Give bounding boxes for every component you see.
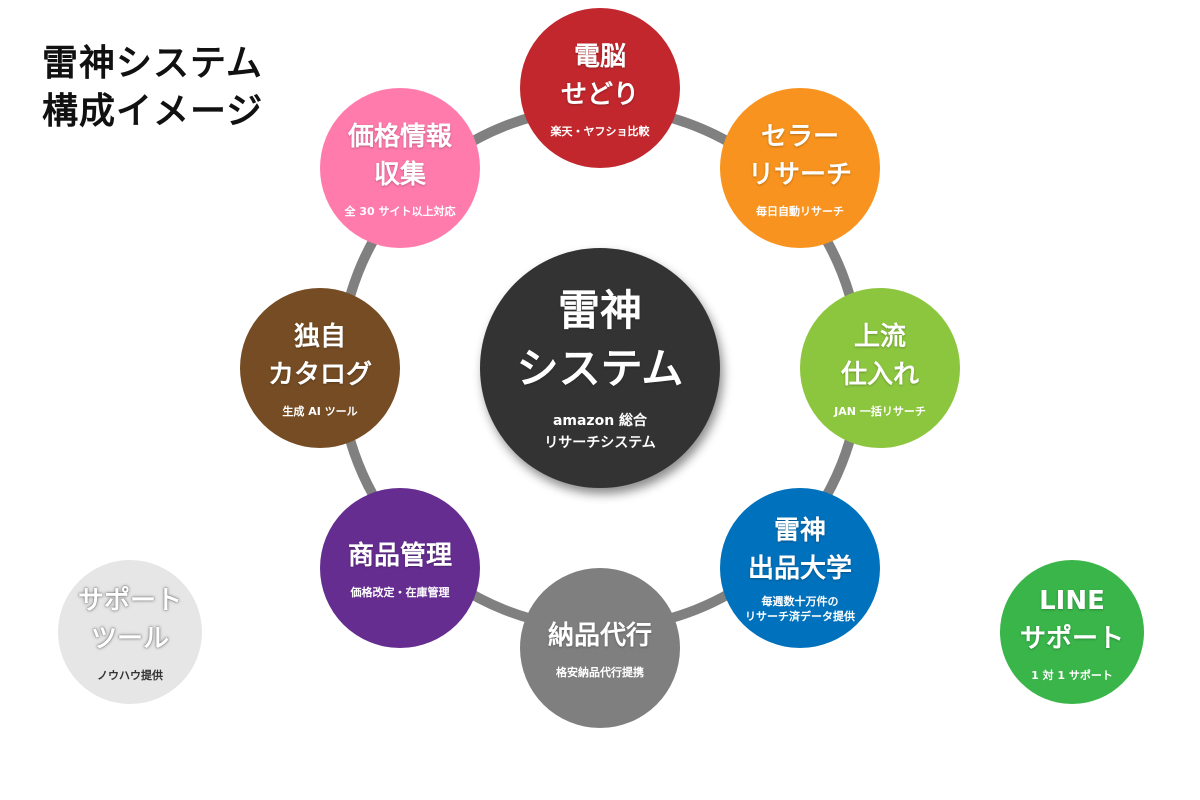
diagram-title: 雷神システム 構成イメージ	[42, 40, 263, 136]
node-support-tools: サポート ツール ノウハウ提供	[58, 560, 202, 704]
node-subtitle: JAN 一括リサーチ	[834, 404, 926, 418]
title-line-2: 構成イメージ	[42, 91, 264, 132]
node-subtitle: 1 対 1 サポート	[1031, 668, 1113, 682]
node-title: 価格情報 収集	[347, 121, 452, 190]
node-subtitle: 毎日自動リサーチ	[756, 204, 844, 218]
node-product-management: 商品管理 価格改定・在庫管理	[320, 488, 480, 648]
node-subtitle: 格安納品代行提携	[556, 665, 644, 679]
node-title: 独自 カタログ	[267, 321, 372, 390]
node-title: 雷神 出品大学	[747, 516, 852, 584]
center-subtitle: amazon 総合 リサーチシステム	[544, 413, 656, 451]
node-price-info: 価格情報 収集 全 30 サイト以上対応	[320, 88, 480, 248]
node-denno-sedori: 電脳 せどり 楽天・ヤフショ比較	[520, 8, 680, 168]
node-subtitle: 価格改定・在庫管理	[350, 585, 450, 599]
node-title: 商品管理	[347, 540, 452, 571]
node-own-catalog: 独自 カタログ 生成 AI ツール	[240, 288, 400, 448]
node-seller-research: セラー リサーチ 毎日自動リサーチ	[720, 88, 880, 248]
node-delivery-agent: 納品代行 格安納品代行提携	[520, 568, 680, 728]
node-subtitle: 全 30 サイト以上対応	[344, 204, 456, 218]
node-subtitle: ノウハウ提供	[97, 668, 163, 682]
node-subtitle: 生成 AI ツール	[282, 404, 358, 418]
node-title: サポート ツール	[77, 585, 182, 654]
node-title: 電脳 せどり	[560, 41, 639, 110]
node-title: 納品代行	[547, 620, 652, 651]
node-line-support: LINE サポート 1 対 1 サポート	[1000, 560, 1144, 704]
node-title: LINE サポート	[1019, 585, 1124, 654]
node-raijin-university: 雷神 出品大学 毎週数十万件の リサーチ済データ提供	[720, 488, 880, 648]
node-title: セラー リサーチ	[747, 121, 852, 190]
node-center-raijin-system: 雷神 システム amazon 総合 リサーチシステム	[480, 248, 720, 488]
node-title: 上流 仕入れ	[840, 321, 919, 390]
title-line-1: 雷神システム	[42, 43, 263, 84]
node-subtitle: 楽天・ヤフショ比較	[550, 124, 650, 138]
node-upstream: 上流 仕入れ JAN 一括リサーチ	[800, 288, 960, 448]
node-subtitle: 毎週数十万件の リサーチ済データ提供	[745, 595, 855, 623]
center-title: 雷神 システム	[516, 286, 684, 393]
